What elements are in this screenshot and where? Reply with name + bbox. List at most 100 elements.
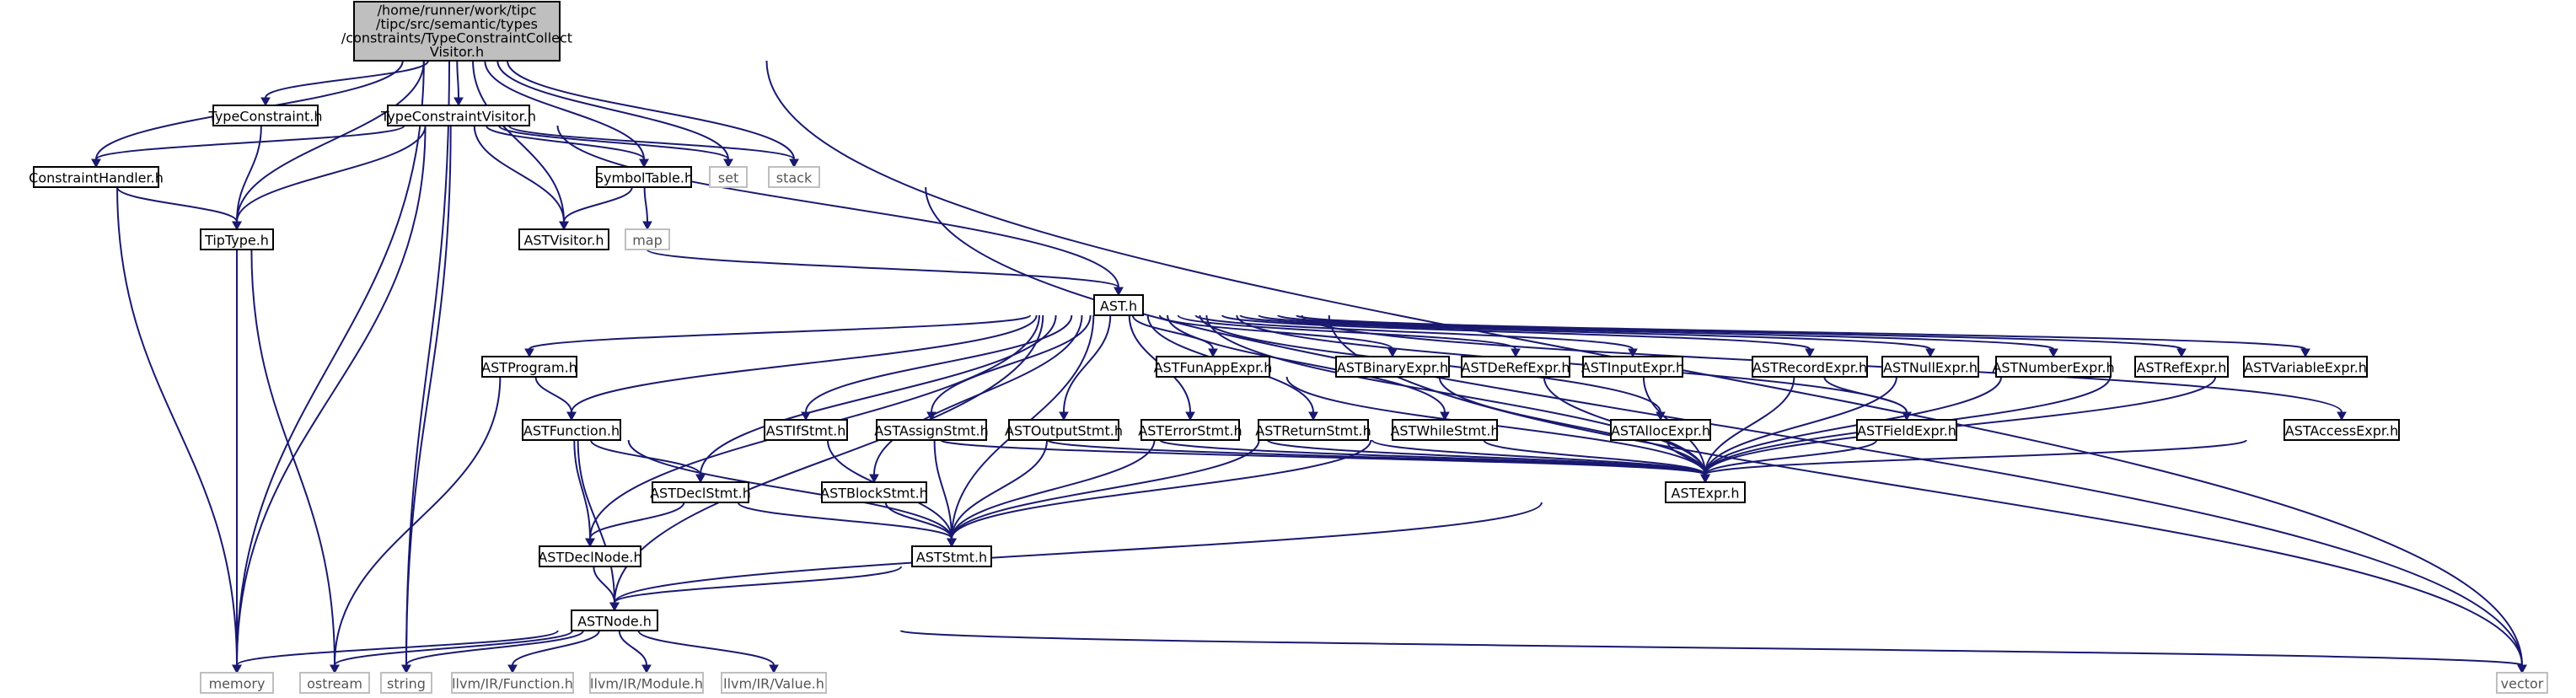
edge-line xyxy=(556,125,1119,288)
edge-ast-function-to-ast-decl-stmt xyxy=(589,439,706,484)
node-ast-access-expr[interactable]: ASTAccessExpr.h xyxy=(2284,419,2400,441)
edge-ast-stmt-to-ast-node xyxy=(609,566,902,612)
node-ast-return-stmt[interactable]: ASTReturnStmt.h xyxy=(1255,419,1371,441)
node-ast-alloc-expr[interactable]: ASTAllocExpr.h xyxy=(1610,419,1711,441)
edge-type-constraint-visitor-to-symbol-table xyxy=(486,125,649,169)
edge-arrowhead xyxy=(695,474,706,484)
edge-line xyxy=(1266,439,1706,475)
edge-ast-node-to-llvm-value xyxy=(637,630,779,674)
edge-arrowhead xyxy=(330,664,340,674)
node-box xyxy=(33,166,159,188)
edge-arrowhead xyxy=(1440,411,1450,421)
edge-ast-error-stmt-to-ast-stmt xyxy=(947,439,1156,548)
edge-line xyxy=(1221,314,1811,350)
edge-arrowhead xyxy=(1387,348,1398,358)
node-box xyxy=(200,672,274,694)
edge-arrowhead xyxy=(1925,348,1935,358)
node-ast-decl-stmt[interactable]: ASTDeclStmt.h xyxy=(650,481,751,503)
node-box xyxy=(518,228,609,250)
node-ast-program[interactable]: ASTProgram.h xyxy=(481,356,577,378)
edge-tip-type-to-ostream xyxy=(250,249,340,674)
node-ast-field-expr[interactable]: ASTFieldExpr.h xyxy=(1856,419,1957,441)
node-ast[interactable]: AST.h xyxy=(1093,294,1144,316)
edge-line xyxy=(577,439,615,604)
edge-line xyxy=(236,630,559,666)
node-ast-input-expr[interactable]: ASTInputExpr.h xyxy=(1581,356,1684,378)
edge-root-to-tip-type xyxy=(232,60,425,231)
node-box xyxy=(2496,672,2548,694)
edge-line xyxy=(1277,314,2182,350)
node-label: stack xyxy=(776,170,813,186)
node-ast-stmt[interactable]: ASTStmt.h xyxy=(911,545,992,567)
edge-type-constraint-visitor-to-constraint-handler xyxy=(91,125,405,169)
node-symbol-table[interactable]: SymbolTable.h xyxy=(595,166,693,188)
node-label: ASTVariableExpr.h xyxy=(2244,360,2367,376)
edge-ast-program-to-ostream xyxy=(330,376,502,674)
node-ast-decl-node[interactable]: ASTDeclNode.h xyxy=(538,545,642,567)
node-ast-binary-expr[interactable]: ASTBinaryExpr.h xyxy=(1335,356,1450,378)
edge-arrowhead xyxy=(566,411,577,421)
node-ast-visitor[interactable]: ASTVisitor.h xyxy=(518,228,609,250)
edge-line xyxy=(498,125,729,160)
edge-ast-decl-stmt-to-ast-decl-node xyxy=(585,502,685,548)
node-label: ostream xyxy=(307,676,362,692)
node-box xyxy=(2243,356,2368,378)
node-box xyxy=(451,672,574,694)
node-ast-if-stmt[interactable]: ASTIfStmt.h xyxy=(764,419,848,441)
edge-arrowhead xyxy=(1059,411,1069,421)
node-vector: vector xyxy=(2496,672,2548,694)
node-label: ASTInputExpr.h xyxy=(1581,360,1684,376)
node-label: ASTBlockStmt.h xyxy=(820,486,928,502)
edge-line xyxy=(1704,439,1878,475)
edge-arrowhead xyxy=(559,221,569,231)
node-ast-while-stmt[interactable]: ASTWhileStmt.h xyxy=(1390,419,1500,441)
node-ast-node[interactable]: ASTNode.h xyxy=(571,609,658,631)
node-ast-block-stmt[interactable]: ASTBlockStmt.h xyxy=(820,481,928,503)
node-label-line: /constraints/TypeConstraintCollect xyxy=(341,30,572,46)
edge-line xyxy=(951,439,1260,540)
node-label: ASTVisitor.h xyxy=(523,233,604,249)
node-ast-fun-app-expr[interactable]: ASTFunAppExpr.h xyxy=(1154,356,1273,378)
node-label: ASTDeRefExpr.h xyxy=(1462,360,1570,376)
node-ast-null-expr[interactable]: ASTNullExpr.h xyxy=(1881,356,1979,378)
edge-arrowhead xyxy=(1114,287,1124,297)
node-ast-output-stmt[interactable]: ASTOutputStmt.h xyxy=(1005,419,1123,441)
node-label: ConstraintHandler.h xyxy=(29,170,164,186)
node-type-constraint[interactable]: TypeConstraint.h xyxy=(208,105,323,126)
node-label: vector xyxy=(2501,676,2544,692)
node-ast-de-ref-expr[interactable]: ASTDeRefExpr.h xyxy=(1461,356,1570,378)
node-constraint-handler[interactable]: ConstraintHandler.h xyxy=(29,166,164,188)
edge-ast-node-to-ostream xyxy=(330,630,574,674)
edge-line xyxy=(236,60,425,223)
edge-type-constraint-to-tip-type xyxy=(232,125,262,231)
edge-ast-to-ast-output-stmt xyxy=(1059,314,1112,421)
node-ast-error-stmt[interactable]: ASTErrorStmt.h xyxy=(1138,419,1242,441)
node-label: llvm/IR/Function.h xyxy=(452,676,573,692)
node-tip-type[interactable]: TipType.h xyxy=(200,228,274,250)
edge-line xyxy=(405,60,450,666)
edge-line xyxy=(534,376,572,413)
node-box xyxy=(1582,356,1683,378)
edge-line xyxy=(116,186,238,666)
node-box xyxy=(721,672,827,694)
node-ast-record-expr[interactable]: ASTRecordExpr.h xyxy=(1752,356,1868,378)
node-label: ASTOutputStmt.h xyxy=(1005,423,1123,439)
node-ast-function[interactable]: ASTFunction.h xyxy=(522,419,621,441)
node-type-constraint-visitor[interactable]: TypeConstraintVisitor.h xyxy=(380,105,536,126)
edge-line xyxy=(512,630,600,666)
edge-arrowhead xyxy=(232,664,242,674)
node-ast-number-expr[interactable]: ASTNumberExpr.h xyxy=(1992,356,2115,378)
edge-line xyxy=(571,314,1038,413)
node-ast-ref-expr[interactable]: ASTRefExpr.h xyxy=(2134,356,2229,378)
node-ast-variable-expr[interactable]: ASTVariableExpr.h xyxy=(2243,356,2368,378)
edge-arrowhead xyxy=(609,602,620,612)
node-label: ASTAccessExpr.h xyxy=(2285,423,2398,439)
edge-line xyxy=(951,439,1156,540)
node-ast-assign-stmt[interactable]: ASTAssignStmt.h xyxy=(874,419,989,441)
edge-ast-decl-stmt-to-ast-stmt xyxy=(737,502,957,548)
node-ast-expr[interactable]: ASTExpr.h xyxy=(1665,481,1746,503)
node-root-file: /home/runner/work/tipc/tipc/src/semantic… xyxy=(341,1,572,62)
node-box xyxy=(652,481,749,503)
node-map: map xyxy=(625,228,670,250)
